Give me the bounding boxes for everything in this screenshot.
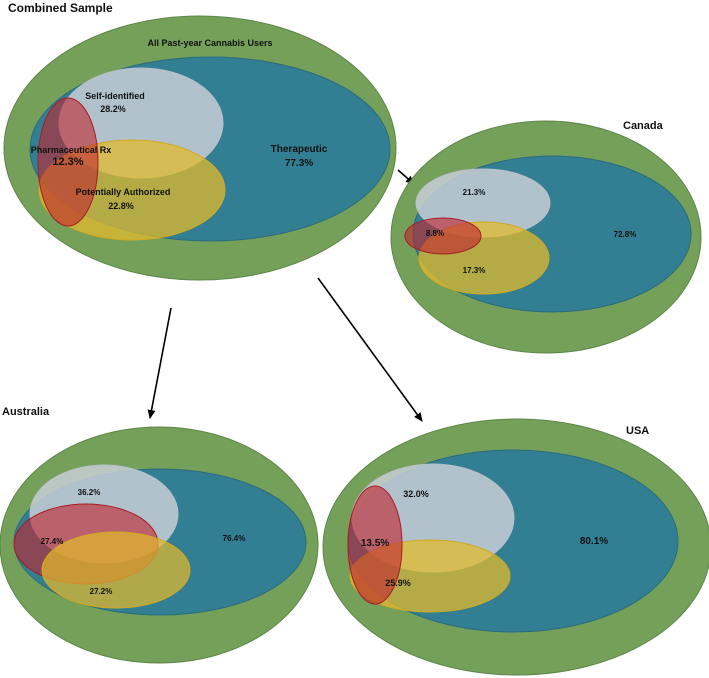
usa-pharma-value: 13.5%	[361, 538, 389, 549]
combined-pharma-value: 12.3%	[52, 156, 83, 168]
usa-authorized-value: 25.9%	[385, 578, 411, 588]
australia-diagram: Australia 76.4% 36.2% 27.4% 27.2%	[0, 406, 319, 664]
canada-authorized-value: 17.3%	[463, 266, 486, 275]
combined-sample-diagram: Combined Sample All Past-year Cannabis U…	[3, 1, 397, 281]
australia-authorized-ellipse	[41, 531, 191, 609]
canada-selfid-value: 21.3%	[463, 188, 486, 197]
australia-authorized-value: 27.2%	[90, 587, 113, 596]
usa-therapeutic-value: 80.1%	[580, 536, 608, 547]
canada-title: Canada	[623, 120, 664, 132]
canada-therapeutic-value: 72.8%	[614, 230, 637, 239]
combined-all-users-label: All Past-year Cannabis Users	[147, 38, 272, 48]
australia-title: Australia	[2, 406, 50, 418]
combined-therapeutic-label: Therapeutic	[271, 144, 328, 155]
usa-selfid-value: 32.0%	[403, 489, 429, 499]
combined-selfid-label: Self-identified	[85, 91, 145, 101]
usa-title: USA	[626, 425, 649, 437]
usa-pharma-ellipse	[347, 485, 403, 605]
arrow-to-australia	[147, 307, 172, 419]
combined-selfid-value: 28.2%	[100, 104, 126, 114]
canada-pharma-value: 8.8%	[426, 229, 444, 238]
australia-pharma-value: 27.4%	[41, 537, 64, 546]
arrow-to-usa	[317, 277, 423, 422]
combined-authorized-label: Potentially Authorized	[76, 187, 171, 197]
combined-therapeutic-value: 77.3%	[285, 158, 313, 169]
canada-pharma-ellipse	[404, 217, 482, 255]
australia-therapeutic-value: 76.4%	[223, 534, 246, 543]
canada-diagram: Canada 72.8% 21.3% 8.8% 17.3%	[390, 120, 702, 354]
combined-pharma-ellipse	[37, 97, 99, 227]
australia-selfid-value: 36.2%	[78, 488, 101, 497]
combined-title: Combined Sample	[8, 1, 113, 15]
combined-authorized-value: 22.8%	[108, 201, 134, 211]
usa-diagram: USA 80.1% 32.0% 13.5% 25.9%	[322, 418, 709, 676]
combined-pharma-label: Pharmaceutical Rx	[31, 145, 112, 155]
